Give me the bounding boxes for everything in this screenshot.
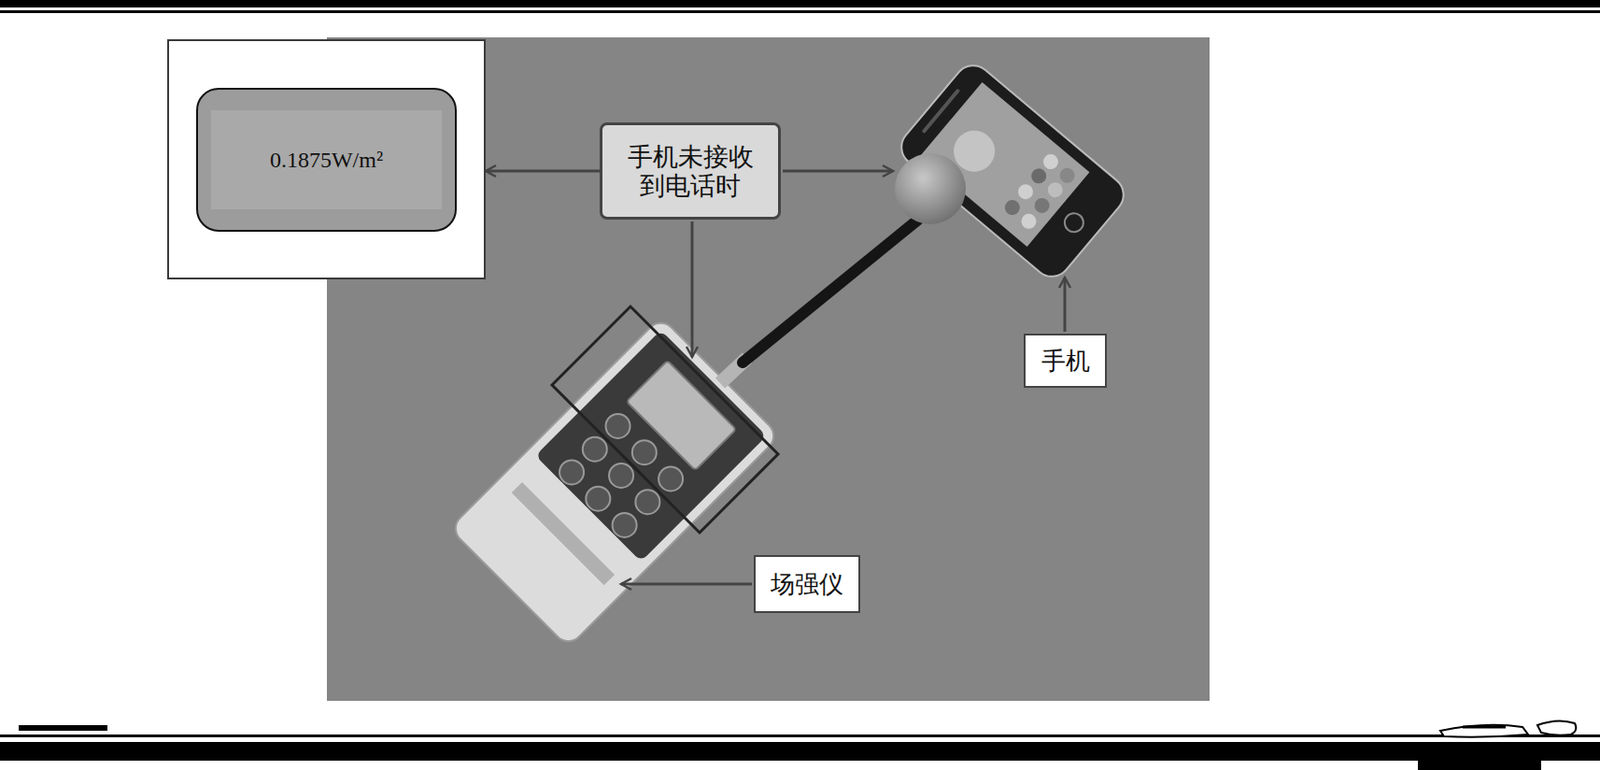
probe-rod: [742, 219, 919, 363]
pencil-doodle: [1440, 720, 1576, 737]
label-box: 场强仪: [753, 554, 861, 613]
display-panel: 0.1875W/m²: [167, 39, 486, 280]
display-screen: 0.1875W/m²: [196, 87, 457, 232]
probe-ball: [894, 153, 966, 225]
leader-arrow: [1063, 277, 1067, 332]
label-text: 手机未接收 到电话时: [611, 141, 769, 200]
label-box: 手机: [1023, 333, 1107, 388]
bottom-block: [1417, 760, 1542, 770]
connector-arrow: [485, 169, 600, 173]
top-rule: [0, 10, 1600, 14]
highlight-frame: [552, 306, 779, 533]
callout-box: 手机未接收 到电话时: [599, 122, 781, 220]
leader-arrow: [782, 169, 893, 173]
phone-illustration: [893, 57, 1132, 284]
top-bar: [0, 0, 1600, 8]
reading-text: 0.1875W/m²: [269, 147, 383, 173]
bottom-mark: [18, 724, 108, 731]
label-text: 场强仪: [770, 567, 844, 601]
leader-arrow: [621, 582, 752, 586]
bottom-rule: [0, 734, 1600, 737]
field-meter-illustration: [449, 316, 780, 648]
leader-arrow: [691, 221, 694, 357]
bottom-bar: [0, 741, 1600, 761]
label-text: 手机: [1041, 344, 1091, 378]
